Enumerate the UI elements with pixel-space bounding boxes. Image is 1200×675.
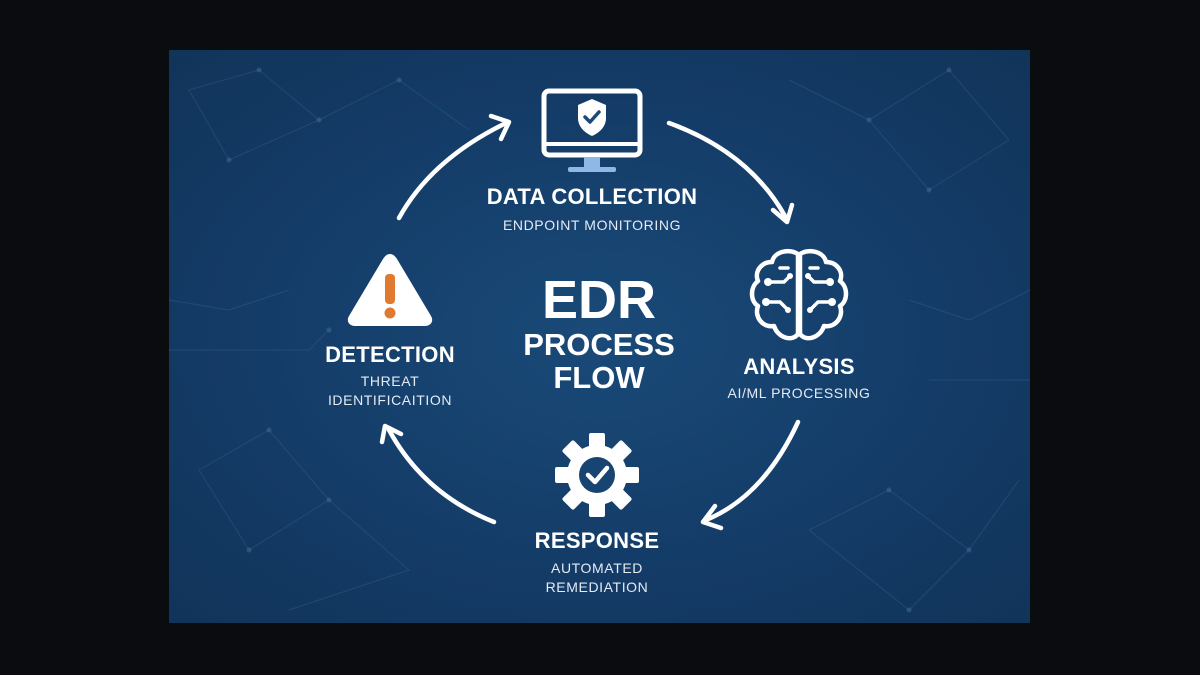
node-subtitle: ENDPOINT MONITORING [502,217,682,233]
center-title-line2: PROCESS [523,327,675,362]
node-analysis: ANALYSIS AI/ML PROCESSING [699,246,899,403]
diagram-canvas: DATA COLLECTION ENDPOINT MONITORING [169,50,1030,623]
warning-triangle-icon [347,254,433,326]
arrow-collection-to-analysis [666,120,788,219]
gear-check-icon [555,433,639,517]
arrow-detection-to-collection [396,121,507,221]
node-detection: DETECTION THREAT IDENTIFICAITION [295,250,485,410]
node-data-collection: DATA COLLECTION ENDPOINT MONITORING [472,86,712,235]
node-title: DETECTION [325,342,455,367]
arrow-analysis-to-response [703,419,801,523]
arrowhead-response [700,503,724,531]
node-title: ANALYSIS [743,354,855,379]
node-subtitle-line1: AUTOMATED [551,560,643,576]
center-title: EDR PROCESS FLOW [499,272,699,394]
node-title: RESPONSE [534,528,660,553]
arrowhead-analysis [770,202,795,225]
node-subtitle: AI/ML PROCESSING [727,385,871,401]
center-title-line3: FLOW [553,360,645,395]
node-subtitle-line2: REMEDIATION [545,579,649,595]
node-subtitle-line2: IDENTIFICAITION [327,392,453,408]
center-title-line1: EDR [541,270,656,330]
cycle-arrows [379,113,801,531]
node-subtitle-line1: THREAT [360,373,420,389]
arrowhead-detection [379,423,404,445]
node-response: RESPONSE AUTOMATED REMEDIATION [497,430,697,597]
arrow-response-to-detection [386,427,497,525]
node-title: DATA COLLECTION [486,184,698,209]
monitor-shield-icon [541,88,643,172]
brain-circuit-icon [749,249,849,341]
network-background [169,67,1030,613]
arrowhead-collection [488,113,512,142]
